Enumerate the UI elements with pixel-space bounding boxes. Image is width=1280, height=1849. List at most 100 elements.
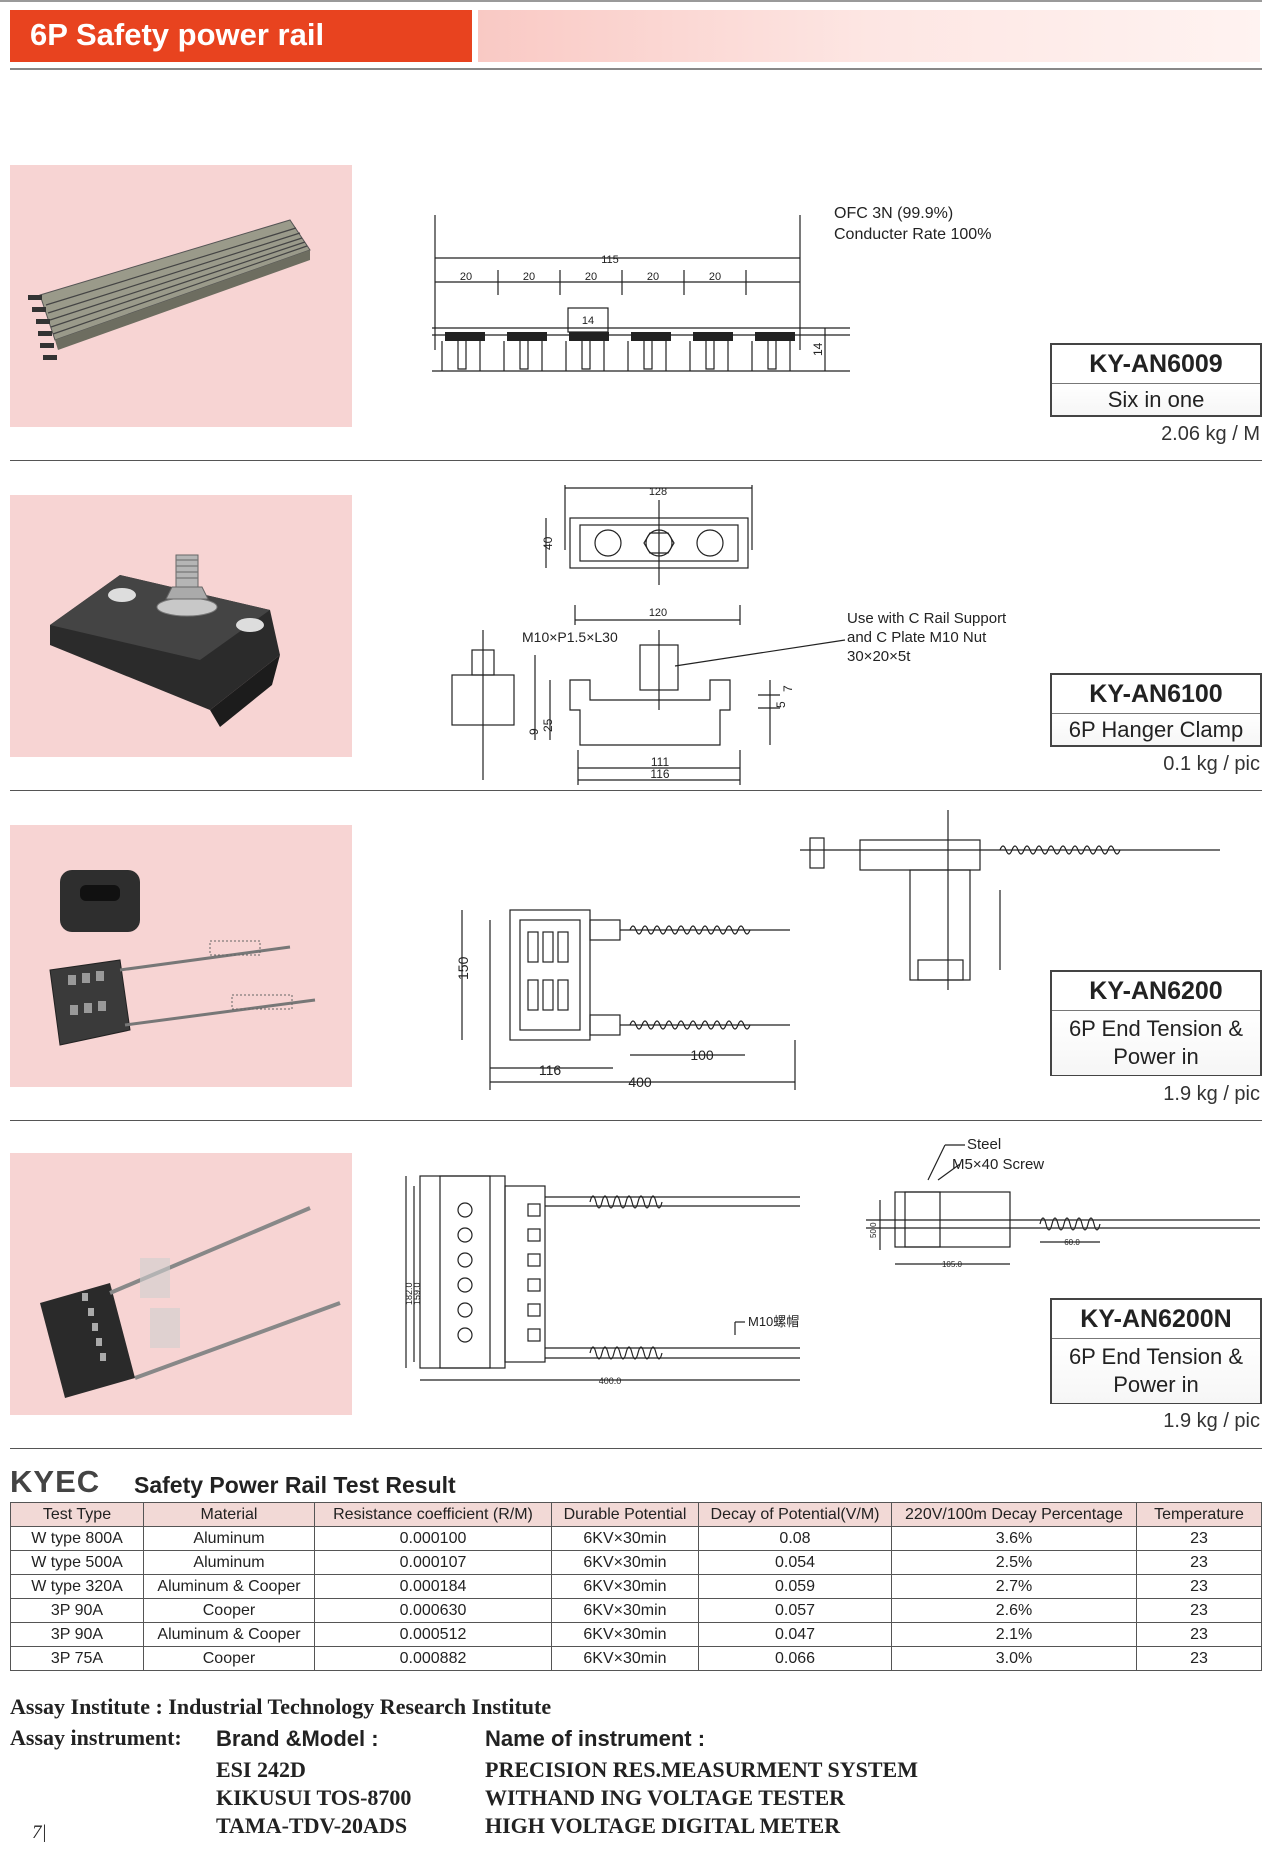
product-photo-rail — [10, 165, 352, 427]
product-weight: 1.9 kg / pic — [1163, 1410, 1260, 1432]
cell: 2.7% — [891, 1574, 1137, 1599]
instrument-name-item: PRECISION RES.MEASURMENT SYSTEM — [485, 1757, 918, 1782]
cell: 0.000100 — [314, 1526, 552, 1551]
product-code: KY-AN6200 — [1052, 972, 1260, 1011]
cell: 0.047 — [698, 1622, 892, 1647]
cell: Aluminum & Cooper — [143, 1574, 315, 1599]
product-weight: 2.06 kg / M — [1161, 423, 1260, 445]
col-material: Material — [143, 1502, 315, 1527]
instrument-name-item: HIGH VOLTAGE DIGITAL METER — [485, 1813, 841, 1838]
page-title-banner: 6P Safety power rail — [10, 10, 472, 62]
cell: 0.000107 — [314, 1550, 552, 1575]
dim-100: 100 — [690, 1047, 714, 1063]
cell: 0.08 — [698, 1526, 892, 1551]
header-decor-bar — [478, 10, 1260, 62]
cell: 0.057 — [698, 1598, 892, 1623]
cell: 0.000882 — [314, 1646, 552, 1671]
cell: 23 — [1136, 1646, 1262, 1671]
dim-150: 150 — [455, 956, 471, 980]
col-resistance: Resistance coefficient (R/M) — [314, 1502, 552, 1527]
dim-116: 116 — [539, 1062, 562, 1078]
dim-50: 50.0 — [869, 1222, 878, 1238]
end-tension-n-drawing: 182.0 159.0 400.0 M10螺帽 Steel M5×40 Scre… — [404, 1136, 1260, 1386]
dim-pitch-2: 20 — [523, 271, 535, 283]
cell: 3P 90A — [10, 1622, 144, 1647]
page-number: 7| — [32, 1822, 47, 1843]
dim-total: 115 — [601, 254, 619, 266]
section-divider — [10, 1448, 1262, 1449]
product-name: 6P End Tension & Power in — [1052, 1011, 1260, 1075]
cell: Cooper — [143, 1598, 315, 1623]
dim-top-inner: 120 — [649, 607, 667, 619]
cell: W type 500A — [10, 1550, 144, 1575]
product-code: KY-AN6200N — [1052, 1300, 1260, 1339]
end-tension-illustration — [49, 870, 316, 1046]
cell: Aluminum — [143, 1526, 315, 1551]
product-photo-hanger-clamp — [10, 495, 352, 757]
product-card-an6009: KY-AN6009 Six in one — [1050, 343, 1262, 417]
page-title: 6P Safety power rail — [30, 17, 325, 52]
end-tension-n-illustration — [40, 1206, 341, 1398]
cell: W type 320A — [10, 1574, 144, 1599]
product-name: Six in one — [1052, 384, 1260, 415]
clamp-note-3: 30×20×5t — [847, 648, 911, 665]
product-name: 6P Hanger Clamp — [1052, 714, 1260, 745]
bolt-spec: M10×P1.5×L30 — [522, 629, 618, 645]
product-code: KY-AN6009 — [1052, 345, 1260, 384]
section-divider — [10, 1120, 1262, 1121]
clamp-note-1: Use with C Rail Support — [847, 610, 1007, 627]
cell: 6KV×30min — [551, 1622, 699, 1647]
cell: 0.000630 — [314, 1598, 552, 1623]
cell: 6KV×30min — [551, 1598, 699, 1623]
cell: 3P 90A — [10, 1598, 144, 1623]
section-divider — [10, 790, 1262, 791]
product-photo-end-tension-n — [10, 1153, 352, 1415]
brand-item: KIKUSUI TOS-8700 — [216, 1785, 412, 1810]
dim-400: 400.0 — [599, 1376, 622, 1386]
col-decay: Decay of Potential(V/M) — [698, 1502, 892, 1527]
dim-105: 105.0 — [942, 1260, 963, 1269]
cell: Cooper — [143, 1646, 315, 1671]
clamp-illustration — [50, 554, 280, 727]
table-header-row: Test Type Material Resistance coefficien… — [10, 1502, 1262, 1527]
rail-notes: OFC 3N (99.9%) Conducter Rate 100% — [834, 203, 991, 245]
rail-note-material: OFC 3N (99.9%) — [834, 205, 954, 222]
dim-60: 60.0 — [1064, 1238, 1080, 1247]
cell: 6KV×30min — [551, 1646, 699, 1671]
dim-116: 116 — [650, 767, 669, 781]
product-card-an6200n: KY-AN6200N 6P End Tension & Power in — [1050, 1298, 1262, 1404]
dim-9: 9 — [527, 728, 541, 735]
product-card-an6200: KY-AN6200 6P End Tension & Power in — [1050, 970, 1262, 1076]
test-result-heading: Safety Power Rail Test Result — [134, 1472, 456, 1498]
cell: W type 800A — [10, 1526, 144, 1551]
dim-182: 182.0 — [404, 1282, 414, 1305]
instrument-name-item: WITHAND ING VOLTAGE TESTER — [485, 1785, 846, 1810]
section-divider — [10, 460, 1262, 461]
dim-top: 128 — [649, 486, 667, 498]
hanger-clamp-drawing: 128 120 40 M10×P1.5×L30 25 9 5 7 111 116 — [451, 485, 846, 785]
cell: 0.059 — [698, 1574, 892, 1599]
col-temperature: Temperature — [1136, 1502, 1262, 1527]
cell: 23 — [1136, 1526, 1262, 1551]
steel-label: Steel — [967, 1136, 1001, 1153]
cell: 3.6% — [891, 1526, 1137, 1551]
brand-item: TAMA-TDV-20ADS — [216, 1813, 408, 1838]
dim-400: 400 — [628, 1074, 652, 1090]
cell: 0.066 — [698, 1646, 892, 1671]
product-code: KY-AN6100 — [1052, 675, 1260, 714]
test-result-table: Test Type Material Resistance coefficien… — [10, 1502, 1262, 1671]
col-test-type: Test Type — [10, 1502, 144, 1527]
dim-width: 14 — [582, 315, 594, 327]
dim-7: 7 — [781, 685, 795, 692]
cell: 2.5% — [891, 1550, 1137, 1575]
dim-height: 40 — [541, 536, 555, 550]
rail-illustration — [28, 219, 311, 360]
dim-111: 111 — [651, 755, 670, 769]
instrument-name-header: Name of instrument : — [485, 1726, 706, 1751]
product-name: 6P End Tension & Power in — [1052, 1339, 1260, 1403]
